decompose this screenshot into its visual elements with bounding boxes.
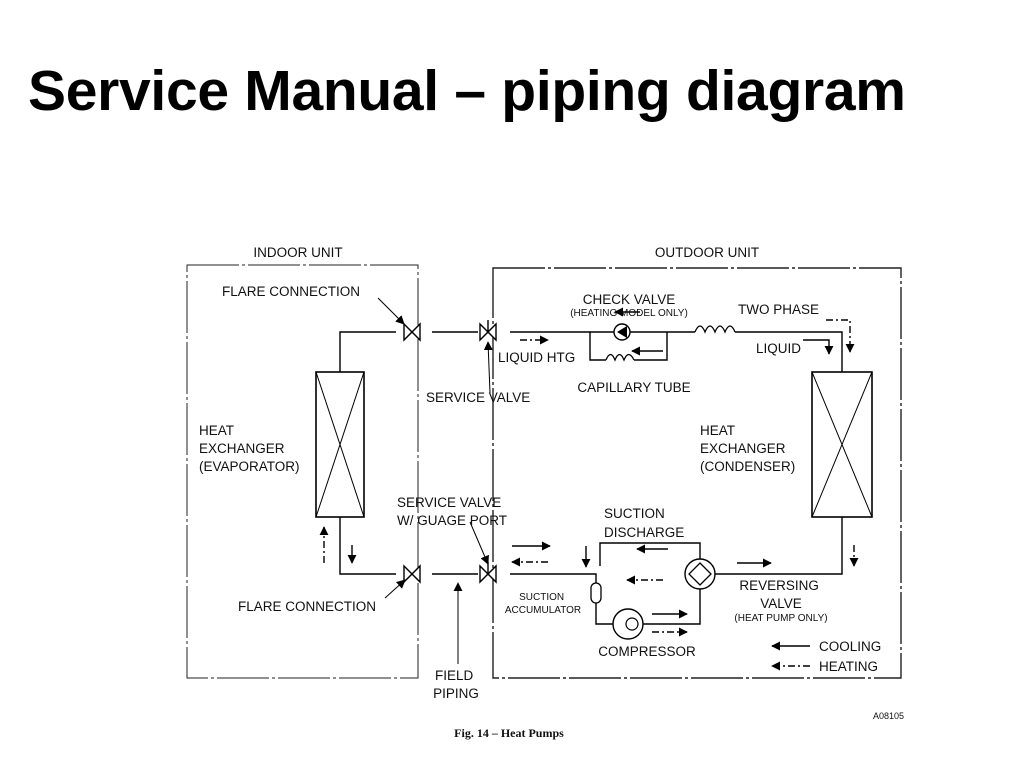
reversing-valve-symbol: [684, 558, 716, 590]
heating-flow-arrows: [319, 319, 859, 637]
capillary-tube-label: CAPILLARY TUBE: [577, 380, 690, 395]
service-valve-label: SERVICE VALVE: [426, 390, 530, 405]
two-phase-coil: [694, 325, 736, 334]
legend: COOLING HEATING: [771, 639, 881, 674]
heat-exchanger-right-label: HEAT EXCHANGER (CONDENSER): [700, 423, 795, 474]
check-valve-symbol: [613, 323, 631, 341]
legend-heating-label: HEATING: [819, 659, 878, 674]
leader-lines: [377, 297, 493, 664]
outdoor-unit-boundary: [492, 267, 902, 679]
service-valve-top: [479, 320, 497, 342]
service-valve-gauge: [479, 562, 497, 584]
outdoor-unit-label: OUTDOOR UNIT: [655, 245, 759, 260]
suction-label: SUCTION: [604, 506, 665, 521]
heat-exchanger-condenser: [811, 371, 873, 518]
reversing-valve-note: (HEAT PUMP ONLY): [734, 613, 827, 624]
piping-lines: [339, 331, 843, 625]
liquid-htg-label: LIQUID HTG: [498, 350, 575, 365]
two-phase-label: TWO PHASE: [738, 302, 819, 317]
flare-valve-bottom: [403, 564, 421, 584]
suction-accumulator-label: SUCTION ACCUMULATOR: [505, 592, 581, 616]
slide-title: Service Manual – piping diagram: [28, 59, 906, 123]
flare-valve-top: [403, 322, 421, 342]
cooling-flow-arrows: [347, 307, 834, 619]
indoor-unit-label: INDOOR UNIT: [253, 245, 342, 260]
indoor-unit-boundary: [186, 264, 419, 679]
check-valve-label: CHECK VALVE: [583, 292, 676, 307]
heat-exchanger-evaporator: [315, 371, 365, 518]
figure-reference: A08105: [873, 711, 904, 721]
service-valve-gauge-label: SERVICE VALVE W/ GUAGE PORT: [397, 495, 507, 528]
figure-caption: Fig. 14 – Heat Pumps: [454, 726, 564, 740]
capillary-tube-coil: [605, 353, 635, 362]
suction-accumulator-symbol: [590, 582, 602, 604]
check-valve-note: (HEATING MODEL ONLY): [570, 308, 688, 319]
liquid-label: LIQUID: [756, 341, 801, 356]
discharge-label: DISCHARGE: [604, 525, 684, 540]
flare-connection-bottom-label: FLARE CONNECTION: [238, 599, 376, 614]
compressor-symbol: [612, 608, 644, 640]
compressor-label: COMPRESSOR: [598, 644, 696, 659]
flare-connection-top-label: FLARE CONNECTION: [222, 284, 360, 299]
field-piping-label: FIELD PIPING: [433, 668, 479, 701]
reversing-valve-label: REVERSING VALVE: [739, 578, 822, 611]
heat-exchanger-left-label: HEAT EXCHANGER (EVAPORATOR): [199, 423, 300, 474]
legend-cooling-label: COOLING: [819, 639, 881, 654]
